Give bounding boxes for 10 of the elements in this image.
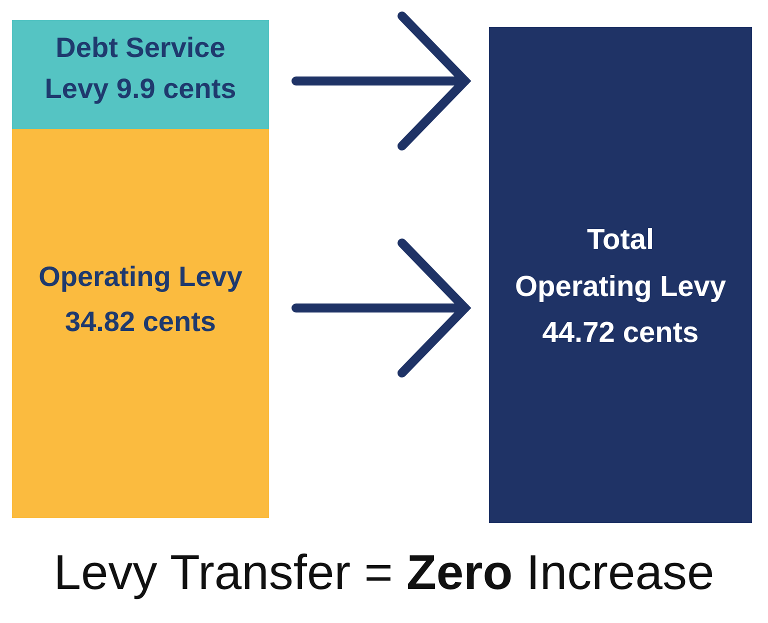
levy-block bbox=[12, 129, 269, 518]
levy-label: Debt Service Levy 9.9 cents bbox=[44, 30, 238, 106]
levy-label: Operating Levy 34.82 cents bbox=[38, 260, 244, 338]
caption: Levy Transfer = Zero Increase bbox=[52, 545, 716, 601]
arrow bbox=[292, 12, 470, 150]
total-heading: Total bbox=[586, 223, 654, 258]
levy-label: Operating Levy 44.72 cents bbox=[514, 270, 728, 352]
levy-block bbox=[12, 20, 269, 129]
levy-block bbox=[489, 27, 752, 523]
arrow bbox=[292, 238, 470, 378]
